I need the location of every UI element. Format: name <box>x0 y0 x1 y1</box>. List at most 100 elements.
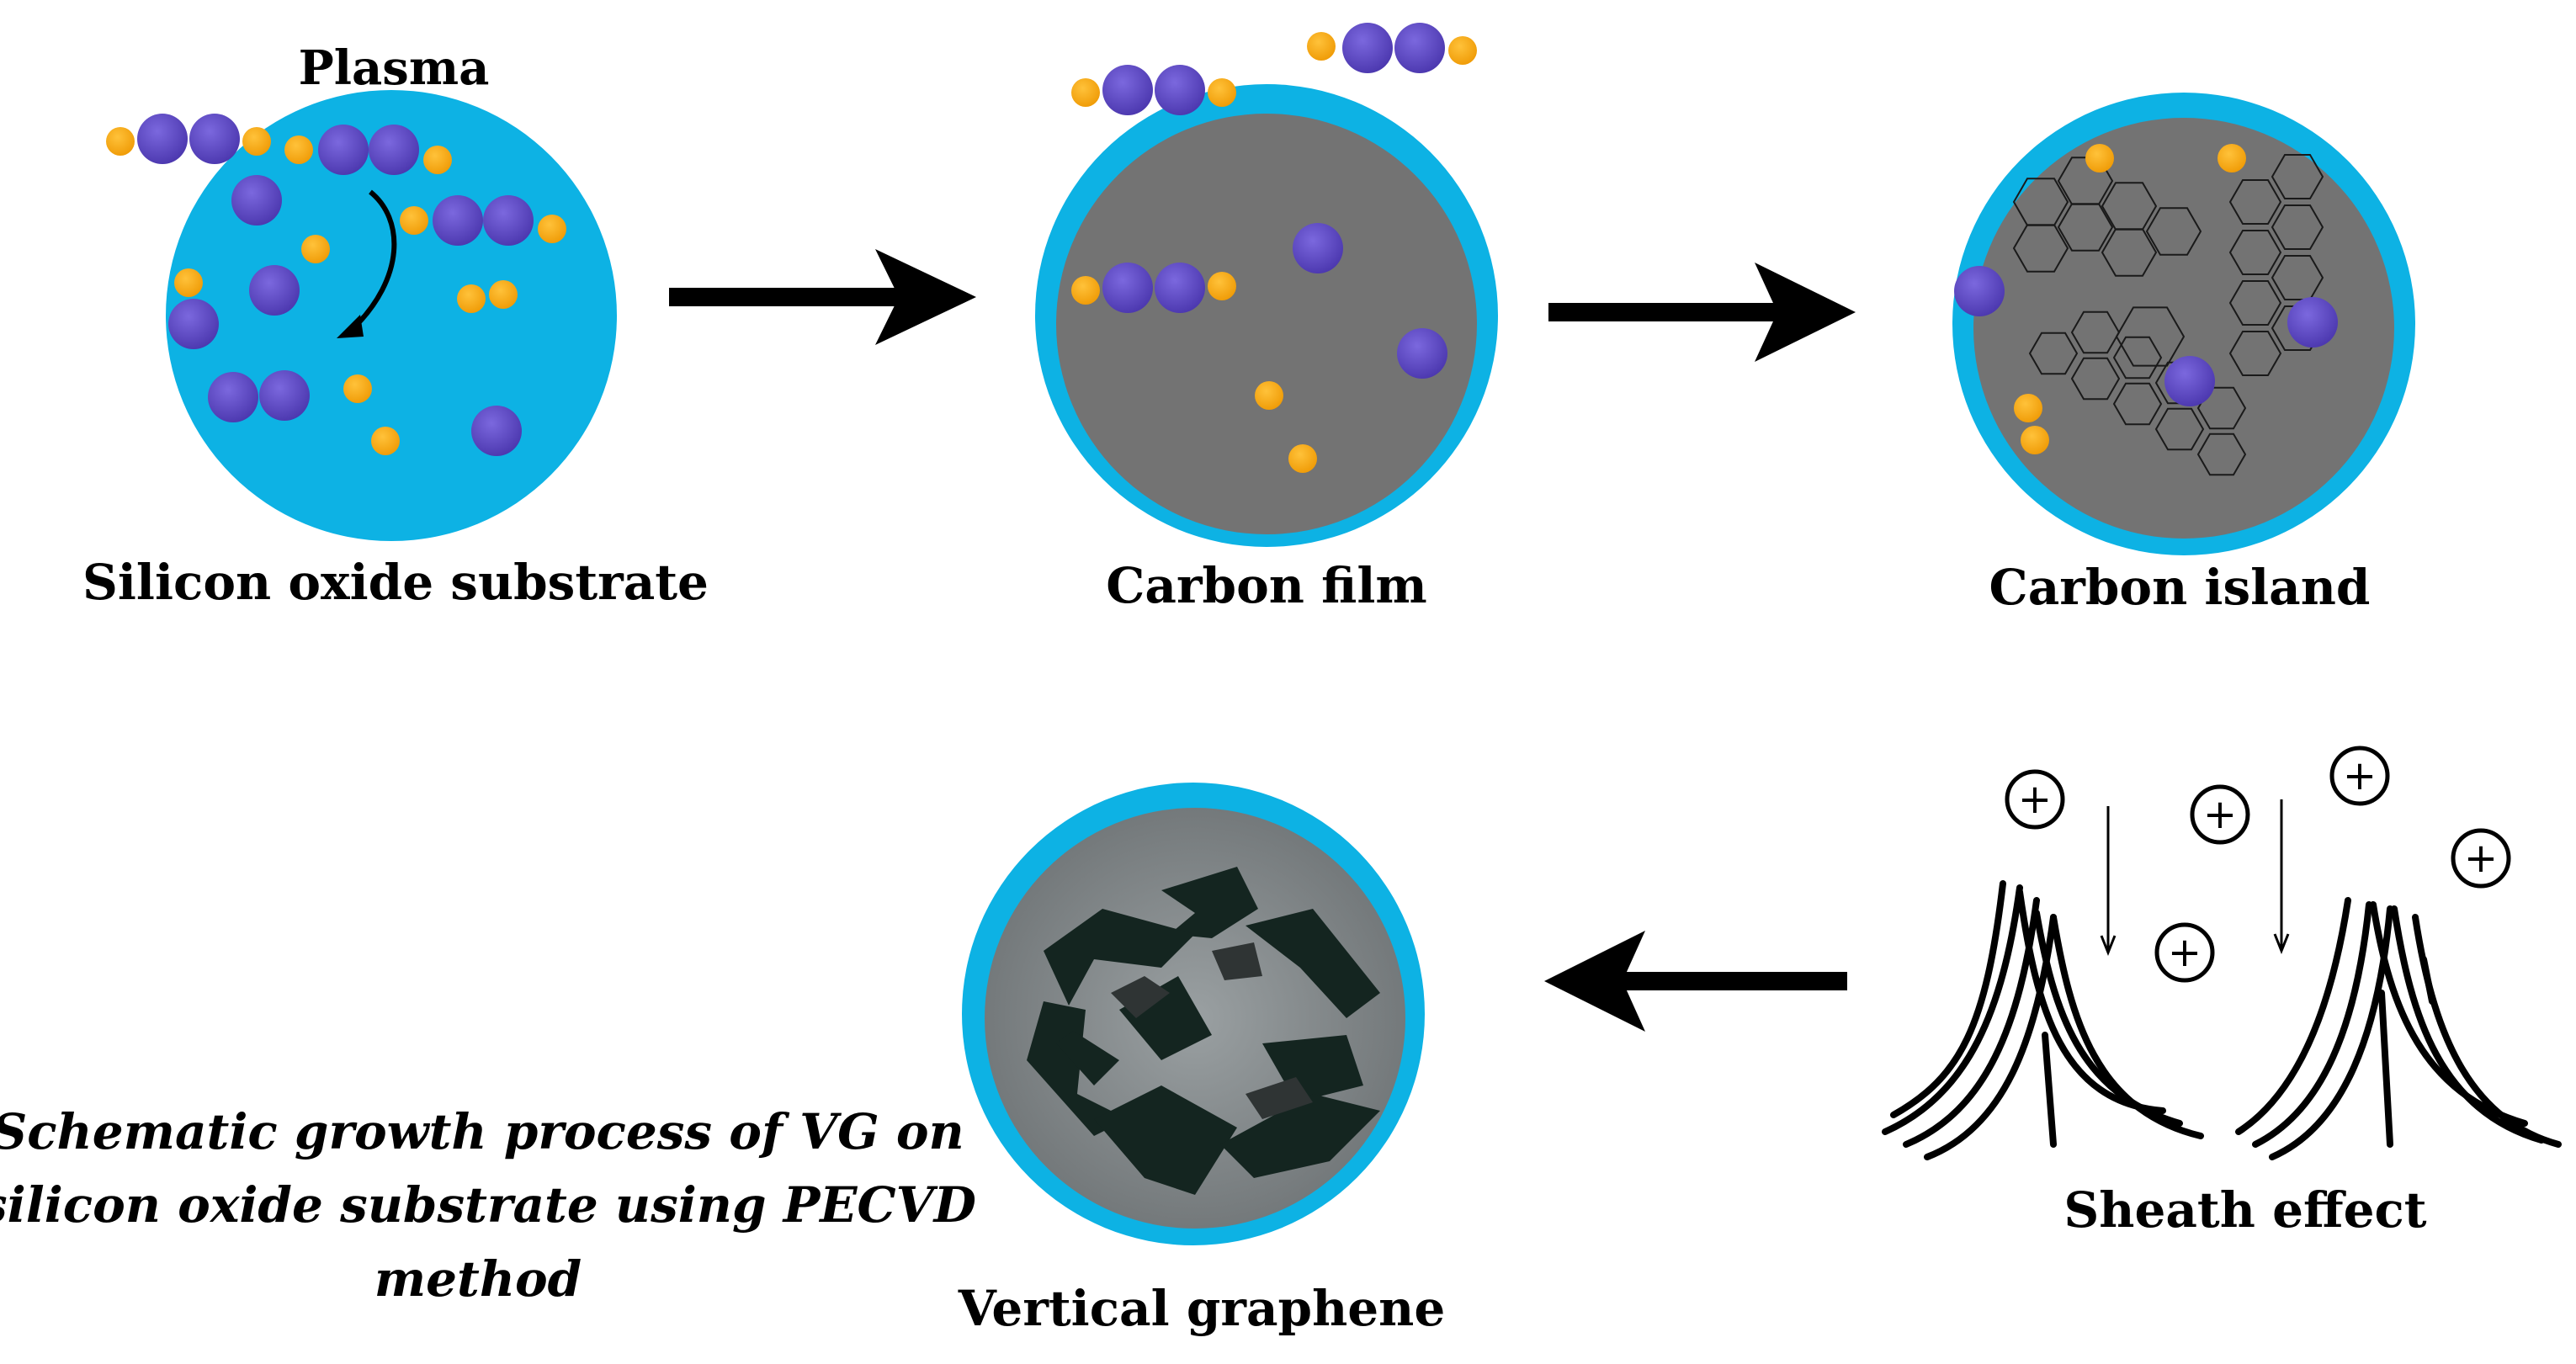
sheath-stroke <box>2016 889 2166 1114</box>
substrate-label: Silicon oxide substrate <box>82 554 709 611</box>
orange-atom <box>301 235 330 263</box>
sheath-effect-label: Sheath effect <box>2063 1181 2426 1239</box>
orange-atom <box>2014 394 2042 422</box>
carbon-island-label: Carbon island <box>1989 559 2371 616</box>
hexagon-ring <box>2271 204 2324 250</box>
ion-circle <box>2154 922 2215 983</box>
stage-carbon-film: Carbon film <box>1035 23 1498 614</box>
sheath-stroke <box>2420 956 2435 1005</box>
orange-atom <box>1288 444 1317 473</box>
ion-drift-arrows <box>2100 799 2290 957</box>
figure-caption: Schematic growth process of VG on silico… <box>0 1103 976 1308</box>
ion-plus-sign: + <box>2168 929 2202 976</box>
orange-atom <box>1208 272 1236 300</box>
purple-atom <box>259 370 310 421</box>
hexagon-ring <box>2154 407 2205 451</box>
orange-atom <box>457 284 486 313</box>
purple-atom <box>189 114 240 164</box>
orange-atom <box>106 127 135 156</box>
stage-substrate: Plasma Silicon oxide substrate <box>82 40 709 611</box>
hexagon-ring <box>2115 306 2186 367</box>
hexagon-ring <box>2112 382 2163 426</box>
ion-plus-sign: + <box>2203 791 2237 838</box>
ion-plus-sign: + <box>2343 752 2377 799</box>
hexagon-ring <box>2057 203 2114 252</box>
purple-atom <box>1102 65 1153 115</box>
orange-atom <box>538 215 566 243</box>
ion-plus-sign: + <box>2464 835 2498 882</box>
hexagon-ring <box>2196 386 2247 430</box>
orange-atom <box>284 135 313 164</box>
orange-atom <box>174 268 203 297</box>
carbon-island-disk <box>1973 118 2394 539</box>
ion-circle <box>2329 746 2390 806</box>
orange-atom <box>1448 36 1477 65</box>
hexagon-ring <box>2101 228 2158 277</box>
purple-atom <box>1397 328 1447 379</box>
purple-atom <box>2287 297 2338 348</box>
ion-circle <box>2451 828 2511 889</box>
sheath-stroke <box>2370 901 2528 1127</box>
plasma-atoms <box>106 114 566 456</box>
hexagon-ring <box>2112 336 2163 379</box>
orange-atom <box>2085 144 2114 172</box>
orange-atom <box>489 280 518 309</box>
sheath-stroke <box>2391 905 2545 1144</box>
hexagon-ring <box>2145 207 2202 256</box>
sheath-stroke <box>2042 1032 2057 1148</box>
sheath-stroke <box>1890 880 2006 1118</box>
orange-atom <box>1071 276 1100 305</box>
orange-atom <box>1255 381 1283 410</box>
carbon-film-disk <box>1056 114 1477 534</box>
vertical-graphene-flake-shading <box>1111 942 1313 1119</box>
purple-atom <box>2164 356 2215 406</box>
orange-atom <box>343 374 372 403</box>
hexagon-ring <box>2228 331 2282 376</box>
purple-atom <box>1293 223 1343 273</box>
purple-atom <box>1155 65 1205 115</box>
purple-atom <box>471 406 522 456</box>
hexagon-ring <box>2012 224 2069 273</box>
purple-atom <box>1102 263 1153 313</box>
hexagon-ring <box>2196 433 2247 476</box>
orange-atom <box>2021 426 2049 454</box>
sheath-stroke <box>2378 990 2393 1148</box>
arrow-right-1 <box>669 249 976 345</box>
orange-atom <box>1208 78 1236 107</box>
orange-atom <box>1071 78 1100 107</box>
caption-line-1: Schematic growth process of VG on <box>0 1103 964 1160</box>
deposition-arrowhead <box>337 315 364 338</box>
hexagon-ring <box>2070 357 2121 401</box>
purple-atom <box>231 175 282 226</box>
purple-atom <box>137 114 188 164</box>
purple-atom <box>369 125 419 175</box>
purple-atom <box>483 195 534 246</box>
ion-circle <box>2005 769 2065 830</box>
stage-vertical-graphene: Vertical graphene <box>958 783 1445 1337</box>
stage-carbon-island: Carbon island <box>1952 93 2415 616</box>
purple-atom <box>433 195 483 246</box>
vertical-graphene-sheaths <box>1882 880 2562 1160</box>
sheath-stroke <box>2252 901 2372 1148</box>
sheath-stroke <box>2050 914 2204 1139</box>
orange-atom <box>423 146 452 174</box>
hexagon-ring <box>2271 154 2324 199</box>
vertical-graphene-label: Vertical graphene <box>958 1280 1445 1337</box>
ion-plus-sign: + <box>2018 776 2052 823</box>
carbon-film-label: Carbon film <box>1106 557 1426 614</box>
ion-markers: + + + + + <box>2005 746 2511 983</box>
purple-atom <box>1342 23 1393 73</box>
ion-circle <box>2190 784 2250 845</box>
purple-atom <box>168 299 219 349</box>
sheath-stroke <box>2235 897 2351 1135</box>
hexagon-ring <box>2228 280 2282 326</box>
hexagon-ring <box>2228 179 2282 225</box>
graphene-hexagon-islands <box>2012 154 2324 476</box>
purple-atom <box>1394 23 1445 73</box>
orange-atom <box>2217 144 2246 172</box>
plasma-label: Plasma <box>299 40 490 96</box>
orange-atom <box>400 206 428 235</box>
purple-atom <box>318 125 369 175</box>
